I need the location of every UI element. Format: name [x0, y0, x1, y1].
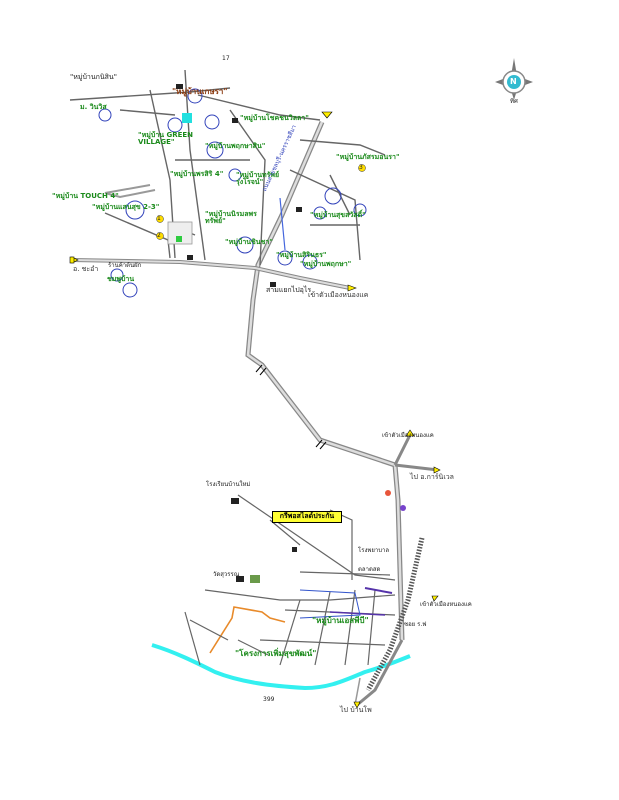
label-shop-left: ร้านค้าต้นผัก	[108, 262, 142, 269]
label-village-left: ชมพูบ้าน	[107, 275, 135, 283]
label-project-green: "โครงการเพิ่มสุขพัฒน์"	[235, 649, 317, 658]
orange-road	[209, 606, 286, 654]
label-num-2: 2	[157, 232, 161, 239]
label-num-17: 17	[222, 55, 230, 62]
label-village-top-left: "หมู่บ้านกนิสิน"	[70, 73, 117, 81]
label-soi-right: ซอย ร.ฟ	[404, 621, 427, 628]
label-village-phr: "หมู่บ้านพรสิริ 4"	[170, 170, 224, 178]
label-to-right: เข้าตัวเมืองหนองแค	[308, 291, 369, 299]
label-temple: วัดสุวรรณ	[213, 571, 240, 578]
label-village-orange: "หมู่บ้านเกษรา"	[172, 87, 228, 96]
label-junction: สามแยกไปอุไร	[266, 286, 312, 294]
label-village-touch4: "หมู่บ้าน TOUCH 4"	[52, 192, 119, 200]
label-num-1: 1	[157, 215, 161, 222]
label-village-top-left2: ม. วินวิส	[80, 103, 107, 111]
label-school: โรงเรียนบ้านใหม่	[206, 481, 251, 488]
label-city-green: "หมู่บ้านเอสพีบี"	[312, 616, 369, 625]
label-village-right2: "หมู่บ้านสุขสวัสดิ์"	[310, 211, 366, 219]
label-to-bottom: ไป บ้านโพ	[340, 706, 372, 714]
compass-n-label: N	[510, 77, 517, 86]
label-road-399: 399	[263, 696, 275, 703]
label-right: เข้าตัวเมืองหนองแค	[420, 601, 472, 608]
main-highway	[245, 121, 405, 641]
direction-arrows	[69, 111, 441, 709]
label-village-ns: "หมู่บ้านนิรมลพร ทรัพย์"	[205, 210, 257, 225]
label-green-villa: "หมู่บ้าน GREEN VILLAGE"	[138, 131, 194, 146]
label-village-right1: "หมู่บ้านภัสรมอนรา"	[336, 153, 400, 161]
compass-sub-label: ทิศ	[510, 98, 518, 105]
label-to-top-mid: เข้าตัวเมืองหนองแค	[382, 432, 434, 439]
label-num-3: 3	[359, 164, 363, 171]
railroad	[365, 537, 425, 692]
label-village-mid: "หมู่บ้านโชคชนวิลลา"	[240, 114, 309, 122]
label-village-bottom2: "หมู่บ้านพฤกษา"	[300, 260, 352, 268]
label-village-23: "หมู่บ้านแสนสุข 2-3"	[92, 203, 160, 211]
label-village-bottom1: "หมู่บ้านสิรินธร"	[276, 251, 327, 259]
label-village-pr2: "หมู่บ้านทรัพย์รุ่งโรจน์"	[236, 171, 280, 186]
label-to-left: อ. ชะอำ	[73, 265, 99, 273]
map-title: กรีพอสไลด์ประกัน	[272, 511, 342, 523]
label-hospital: โรงพยาบาล	[358, 547, 390, 554]
label-village-sin: "หมู่บ้านชินชา"	[225, 238, 273, 246]
label-market: ตลาดสด	[358, 566, 381, 573]
label-village-pruksa: "หมู่บ้านพฤกษาสิน"	[205, 142, 266, 150]
label-to-right-mid: ไป อ.การ์นิเวล	[410, 473, 454, 481]
compass-icon	[495, 58, 533, 100]
